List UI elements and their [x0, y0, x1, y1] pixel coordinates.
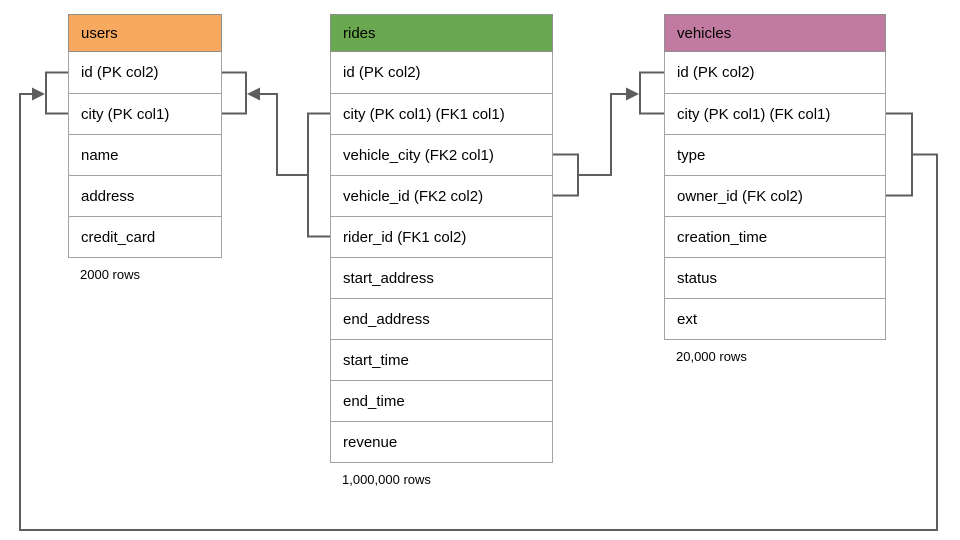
vehicles-fk-bracket-right	[886, 112, 913, 197]
table-users-header: users	[68, 14, 222, 52]
table-row-users: city (PK col1)	[69, 93, 221, 134]
table-row-users: id (PK col2)	[69, 52, 221, 93]
table-row-rides: city (PK col1) (FK1 col1)	[331, 93, 552, 134]
table-row-rides: vehicle_city (FK2 col1)	[331, 134, 552, 175]
table-vehicles-rows: id (PK col2)city (PK col1) (FK col1)type…	[664, 52, 886, 340]
rides-fk2-bracket-right	[553, 153, 579, 197]
table-row-users: credit_card	[69, 216, 221, 257]
table-vehicles-rowcount: 20,000 rows	[676, 349, 747, 364]
vehicles-to-users-link	[19, 93, 938, 531]
table-row-vehicles: id (PK col2)	[665, 52, 885, 93]
table-row-vehicles: city (PK col1) (FK col1)	[665, 93, 885, 134]
table-rides-rowcount: 1,000,000 rows	[342, 472, 431, 487]
table-row-rides: id (PK col2)	[331, 52, 552, 93]
table-row-rides: rider_id (FK1 col2)	[331, 216, 552, 257]
rides-to-users-link	[259, 93, 308, 176]
table-row-vehicles: owner_id (FK col2)	[665, 175, 885, 216]
users-pk-bracket-left	[45, 71, 68, 115]
rides-fk1-bracket-left	[307, 112, 330, 238]
table-row-rides: start_address	[331, 257, 552, 298]
table-row-vehicles: status	[665, 257, 885, 298]
arrowhead-rides-to-vehicles-icon	[626, 87, 639, 101]
arrowhead-vehicles-to-users-icon	[32, 87, 45, 101]
table-row-vehicles: creation_time	[665, 216, 885, 257]
table-rides-rows: id (PK col2)city (PK col1) (FK1 col1)veh…	[330, 52, 553, 463]
users-pk-bracket-right	[222, 71, 247, 115]
table-row-rides: start_time	[331, 339, 552, 380]
table-users-rowcount: 2000 rows	[80, 267, 140, 282]
table-row-rides: end_address	[331, 298, 552, 339]
connector-arrowheads	[32, 87, 639, 101]
table-row-rides: end_time	[331, 380, 552, 421]
table-rides-header: rides	[330, 14, 553, 52]
table-row-users: name	[69, 134, 221, 175]
connector-lines	[19, 71, 938, 531]
table-vehicles: vehicles id (PK col2)city (PK col1) (FK …	[664, 14, 886, 364]
table-row-users: address	[69, 175, 221, 216]
table-vehicles-header: vehicles	[664, 14, 886, 52]
rides-to-vehicles-link	[578, 93, 627, 176]
vehicles-pk-bracket-left	[639, 71, 664, 115]
table-row-vehicles: type	[665, 134, 885, 175]
table-row-vehicles: ext	[665, 298, 885, 339]
table-rides: rides id (PK col2)city (PK col1) (FK1 co…	[330, 14, 553, 487]
table-row-rides: vehicle_id (FK2 col2)	[331, 175, 552, 216]
table-row-rides: revenue	[331, 421, 552, 462]
arrowhead-rides-to-users-icon	[247, 87, 260, 101]
